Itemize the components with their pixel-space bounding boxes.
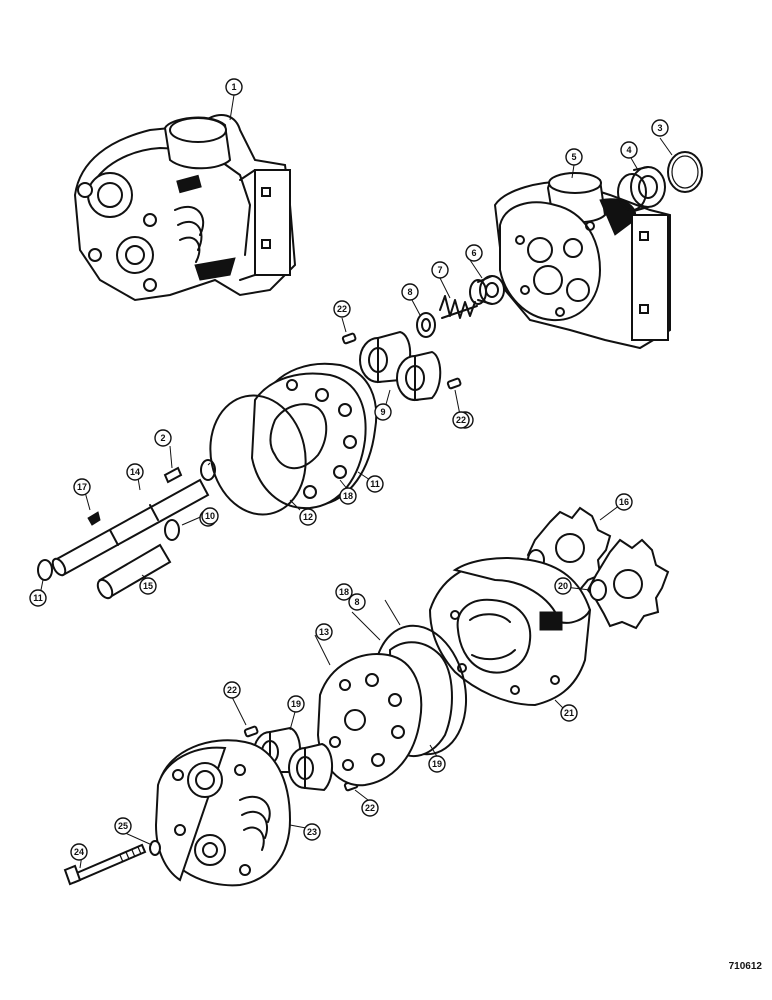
bolt-and-washer (63, 840, 161, 886)
callout-11: 11 (29, 589, 47, 607)
callout-number: 20 (558, 581, 568, 591)
callout-number: 9 (380, 407, 385, 417)
callout-number: 23 (307, 827, 317, 837)
callout-25: 25 (114, 817, 132, 835)
callout-15: 15 (139, 577, 157, 595)
callout-13: 13 (315, 623, 333, 641)
callout-12: 12 (299, 508, 317, 526)
o-ring-upper (209, 394, 307, 516)
callout-16: 16 (615, 493, 633, 511)
callout-14: 14 (126, 463, 144, 481)
callout-number: 18 (343, 491, 353, 501)
callout-6: 6 (465, 244, 483, 262)
callout-22: 22 (333, 300, 351, 318)
callout-number: 11 (33, 593, 43, 603)
callout-18: 18 (335, 583, 353, 601)
bearing-and-snap-ring (617, 151, 703, 212)
callout-number: 14 (130, 467, 140, 477)
callout-number: 15 (143, 581, 153, 591)
rear-body-housing (493, 172, 671, 350)
callout-number: 8 (354, 597, 359, 607)
callout-19: 19 (287, 695, 305, 713)
callout-20: 20 (554, 577, 572, 595)
pump-body-assembly (73, 114, 297, 302)
callout-8: 8 (348, 593, 366, 611)
callout-labels: 1234567888910101111121314151617181819192… (29, 78, 669, 861)
callout-3: 3 (651, 119, 669, 137)
callout-number: 22 (365, 803, 375, 813)
drawing-reference-number: 710612 (728, 961, 762, 972)
front-wear-plate (250, 362, 378, 510)
dowel-pins (243, 332, 462, 792)
callout-1: 1 (225, 78, 243, 96)
callout-number: 6 (471, 248, 476, 258)
bearing-pair-lower (253, 726, 333, 792)
front-cover (154, 739, 292, 887)
callout-number: 8 (407, 287, 412, 297)
callout-number: 22 (337, 304, 347, 314)
callout-number: 4 (626, 145, 631, 155)
callout-number: 17 (77, 482, 87, 492)
callout-number: 16 (619, 497, 629, 507)
gear-housing (428, 557, 592, 707)
callout-22: 22 (361, 799, 379, 817)
lower-wear-plate (316, 641, 453, 787)
callout-number: 18 (339, 587, 349, 597)
callout-number: 25 (118, 821, 128, 831)
callout-number: 12 (303, 512, 313, 522)
bearing-pair-upper (359, 330, 442, 402)
callout-number: 22 (456, 415, 466, 425)
callout-8: 8 (401, 283, 419, 301)
callout-number: 7 (437, 265, 442, 275)
callout-24: 24 (70, 843, 88, 861)
callout-11: 11 (366, 475, 384, 493)
callout-number: 5 (571, 152, 576, 162)
callout-number: 19 (291, 699, 301, 709)
callout-10: 10 (201, 507, 219, 525)
pump-gears (526, 506, 670, 630)
callout-19: 19 (428, 755, 446, 773)
callout-number: 10 (205, 511, 215, 521)
callout-2: 2 (154, 429, 172, 447)
callout-number: 21 (564, 708, 574, 718)
callout-9: 9 (374, 403, 392, 421)
callout-5: 5 (565, 148, 583, 166)
callout-number: 22 (227, 685, 237, 695)
callout-number: 1 (231, 82, 236, 92)
shafts-and-pins (37, 459, 216, 600)
callout-7: 7 (431, 261, 449, 279)
callout-number: 3 (657, 123, 662, 133)
callout-22: 22 (452, 411, 470, 429)
callout-number: 11 (370, 479, 380, 489)
callout-18: 18 (339, 487, 357, 505)
callout-21: 21 (560, 704, 578, 722)
callout-23: 23 (303, 823, 321, 841)
callout-number: 24 (74, 847, 84, 857)
callout-22: 22 (223, 681, 241, 699)
callout-4: 4 (620, 141, 638, 159)
callout-number: 19 (432, 759, 442, 769)
callout-17: 17 (73, 478, 91, 496)
callout-number: 13 (319, 627, 329, 637)
callout-number: 2 (160, 433, 165, 443)
relief-valve-parts (416, 275, 505, 338)
